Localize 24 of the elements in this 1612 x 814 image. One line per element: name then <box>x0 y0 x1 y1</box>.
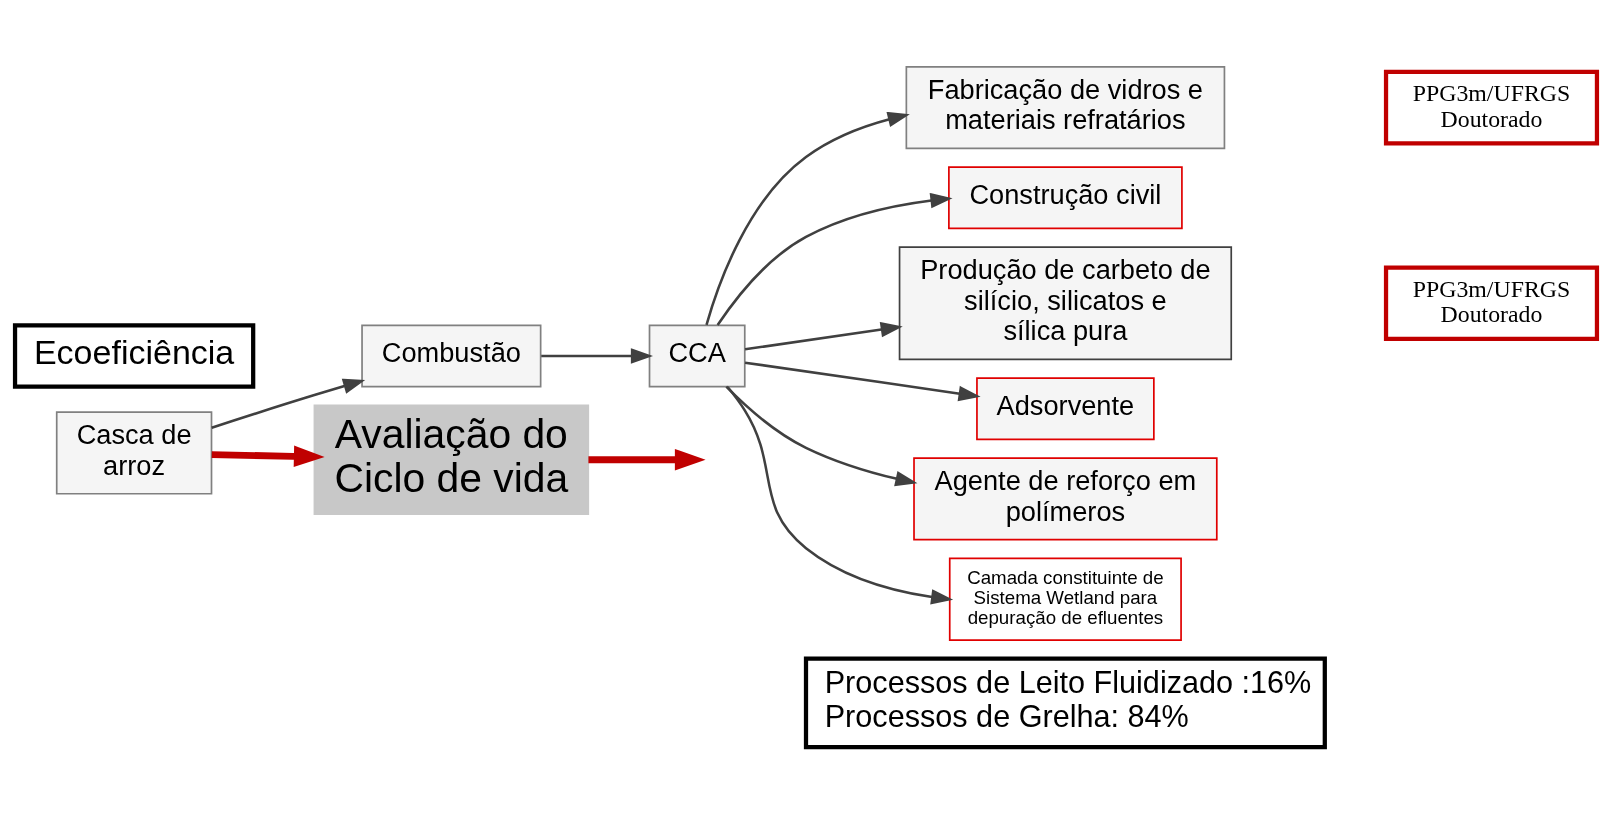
node-box: Processos de Leito Fluidizado :16% Processos de Grelha: 84% <box>803 656 1327 750</box>
node-box: Ecoeficiência <box>12 323 256 389</box>
node-box: CCA <box>648 324 746 388</box>
node-box: Adsorvente <box>976 377 1155 441</box>
node-box: Casca de arroz <box>55 411 213 495</box>
arrow <box>211 445 325 468</box>
node-box: Camada constituinte de Sistema Wetland para depuração de efluentes <box>948 557 1182 641</box>
arrow <box>744 322 903 351</box>
arrow <box>541 348 653 364</box>
arrow <box>211 378 366 429</box>
arrow <box>725 385 918 487</box>
node-box: Produção de carbeto de silício, silicatos e sílica pura <box>898 246 1233 361</box>
arrow <box>726 386 954 605</box>
node-box: Avaliação do Ciclo de vida <box>313 404 590 515</box>
node-box: Agente de reforço em polímeros <box>913 457 1218 541</box>
arrow <box>716 192 953 326</box>
node-box: Combustão <box>361 324 542 388</box>
node-box: PPG3m/UFRGS Doutorado <box>1383 265 1600 342</box>
node-box: PPG3m/UFRGS Doutorado <box>1383 69 1600 146</box>
arrow <box>588 449 706 471</box>
arrow <box>705 111 910 326</box>
node-box: Construção civil <box>948 166 1183 230</box>
arrow <box>744 361 981 402</box>
node-box: Fabricação de vidros e materiais refratários <box>905 65 1226 150</box>
